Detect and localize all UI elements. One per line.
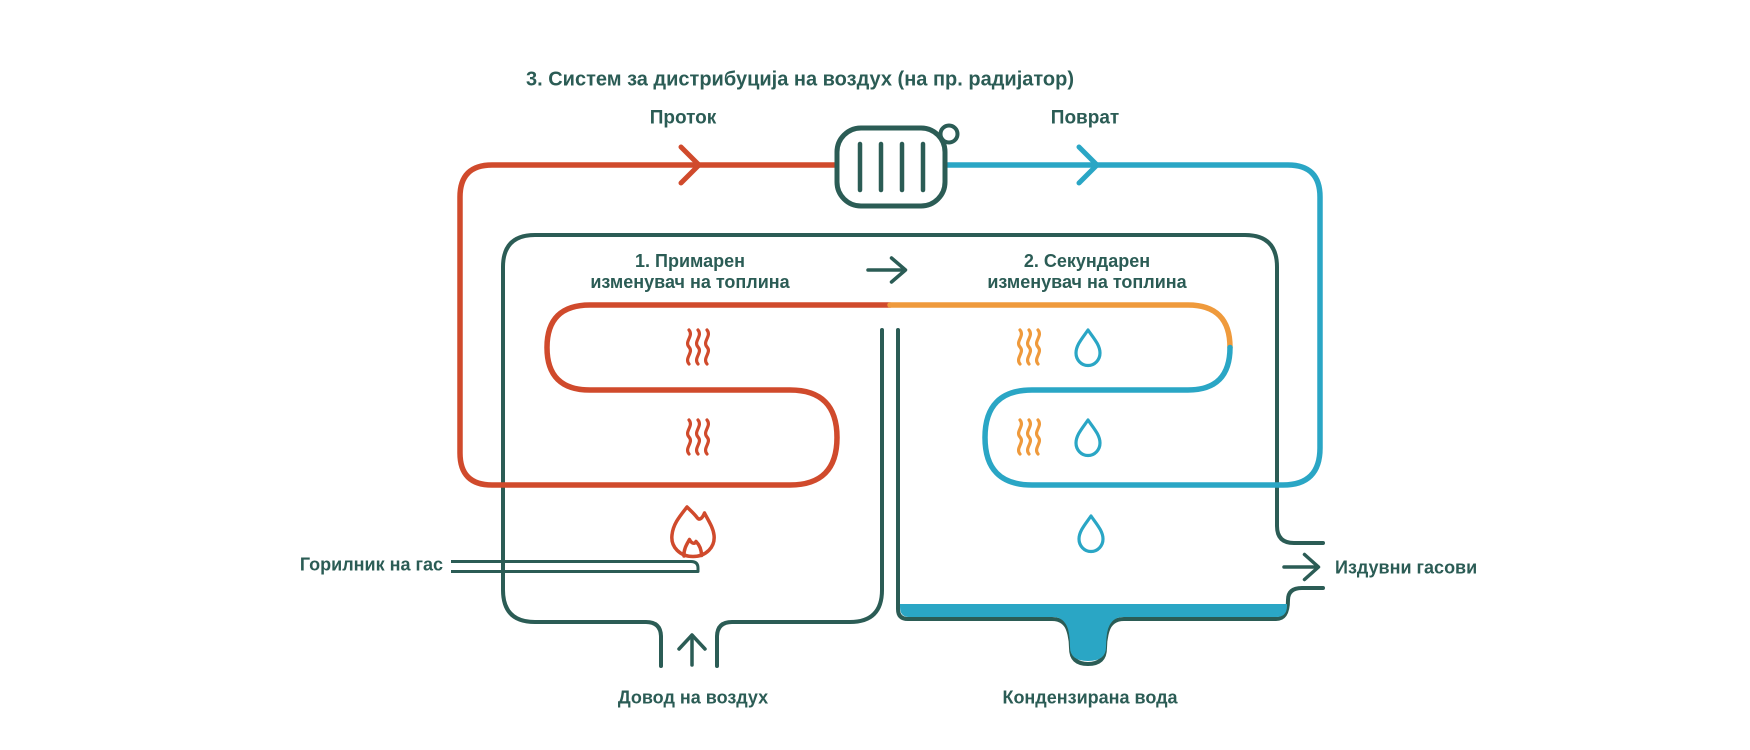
- air-supply-arrow-icon: [677, 633, 707, 667]
- return-chevron-icon: [1076, 144, 1100, 186]
- gas-burner-label: Горилник на гас: [299, 554, 443, 575]
- condensate-water-fill: [900, 604, 1287, 661]
- secondary-exchanger-label: 2. Секундарен изменувач на топлина: [987, 251, 1186, 293]
- condensed-water-label: Кондензирана вода: [1002, 687, 1178, 708]
- secondary-exchanger-label-line2: изменувач на топлина: [987, 272, 1187, 292]
- radiator-icon: [834, 123, 960, 209]
- combustion-chamber-wall: [715, 328, 884, 668]
- water-drop-icon: [1077, 514, 1105, 554]
- secondary-exchanger-label-line1: 2. Секундарен: [1023, 251, 1151, 271]
- primary-exchanger-label-line1: 1. Примарен: [635, 251, 745, 271]
- hot-flow-pipe: [457, 162, 893, 488]
- condensate-basin-outline: [896, 328, 1325, 666]
- warming-pipe: [887, 302, 1233, 351]
- flow-chevron-icon: [678, 144, 702, 186]
- flame-icon: [670, 505, 716, 559]
- boiler-casing: [501, 233, 1325, 668]
- transfer-arrow-icon: [866, 256, 908, 284]
- return-label: Поврат: [1050, 107, 1120, 129]
- exhaust-arrow-icon: [1282, 552, 1321, 582]
- water-drop-icon: [1074, 418, 1102, 458]
- air-supply-label: Довод на воздух: [617, 687, 769, 708]
- primary-exchanger-label: 1. Примарен изменувач на топлина: [590, 251, 789, 293]
- heat-waves-icon: [685, 418, 711, 456]
- water-drop-icon: [1074, 328, 1102, 368]
- cool-return-pipe: [939, 162, 1323, 488]
- heat-waves-icon: [1016, 418, 1042, 456]
- exhaust-gases-label: Издувни гасови: [1335, 557, 1478, 578]
- diagram-title: 3. Систем за дистрибуција на воздух (на …: [525, 68, 1075, 91]
- heat-waves-icon: [685, 328, 711, 366]
- gas-pipe: [451, 560, 700, 573]
- valve-circle-icon: [938, 123, 960, 145]
- heat-waves-icon: [1016, 328, 1042, 366]
- flow-label: Проток: [649, 107, 717, 129]
- primary-exchanger-label-line2: изменувач на топлина: [590, 272, 790, 292]
